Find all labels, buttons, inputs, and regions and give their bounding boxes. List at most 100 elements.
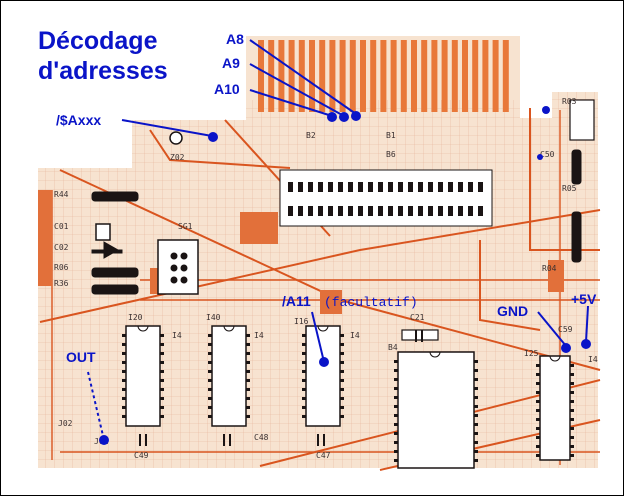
ic-pin (536, 418, 540, 421)
ic-pin (160, 415, 164, 418)
label-r05: R05 (562, 184, 577, 193)
label-a10: A10 (214, 81, 240, 97)
ic-pin (122, 397, 126, 400)
ic-pin (368, 182, 373, 192)
ic-pin (302, 415, 306, 418)
ic-pin (358, 182, 363, 192)
silkscreen-labels: B2 B1 B6 Z02 C50 R03 R05 R04 R44 C01 C02… (54, 97, 598, 460)
label-r04: R04 (542, 264, 557, 273)
ic-pin (474, 459, 478, 462)
ic-pin (394, 405, 398, 408)
ic-pin (208, 352, 212, 355)
ic-pin (474, 423, 478, 426)
ic-pin (474, 369, 478, 372)
ic-pin (160, 352, 164, 355)
ic-pin (448, 206, 453, 216)
label-sg1: SG1 (178, 222, 193, 231)
ic-pin (340, 415, 344, 418)
ic-pin (208, 388, 212, 391)
ic-pin (570, 400, 574, 403)
label-i25: I25 (524, 349, 539, 358)
connector-finger (339, 40, 346, 112)
ic-pin (340, 379, 344, 382)
ic-pin (474, 405, 478, 408)
ic-pin (570, 364, 574, 367)
connector-finger (278, 40, 285, 112)
ic-pin (160, 406, 164, 409)
label-c02: C02 (54, 243, 69, 252)
connector-finger (421, 40, 428, 112)
ic-pin (208, 397, 212, 400)
connector-finger (370, 40, 377, 112)
ic-pin (338, 182, 343, 192)
title-line-1: Décodage (38, 27, 158, 55)
label-plus5v: +5V (571, 291, 597, 307)
ic-pin (474, 387, 478, 390)
ic-pin (418, 182, 423, 192)
ic-pin (302, 361, 306, 364)
ic-pin (246, 370, 250, 373)
a8-pin-dot (351, 111, 361, 121)
connector-finger (380, 40, 387, 112)
ic-pin (398, 182, 403, 192)
out-pin-dot (99, 435, 109, 445)
ic-pin (378, 206, 383, 216)
ic-pin (398, 206, 403, 216)
ic-pin (208, 370, 212, 373)
ic-pin (474, 450, 478, 453)
ic-pin (302, 397, 306, 400)
ic-pin (474, 432, 478, 435)
ic-pin (474, 414, 478, 417)
ic-pin (394, 423, 398, 426)
ic-pin (122, 379, 126, 382)
ic-pin (536, 391, 540, 394)
ic-pin (340, 334, 344, 337)
label-a11: /A11 (282, 293, 311, 309)
connector-finger (400, 40, 407, 112)
ic-pin (388, 182, 393, 192)
annotation-leaders (87, 39, 589, 441)
ic-pin (302, 370, 306, 373)
ic-i16 (305, 325, 341, 427)
ic-pin (208, 379, 212, 382)
ic-pin (302, 388, 306, 391)
ic-pin (536, 364, 540, 367)
label-c01: C01 (54, 222, 69, 231)
ic-pin (536, 382, 540, 385)
plus5v-pin-dot (581, 339, 591, 349)
ic-pin (246, 415, 250, 418)
ic-pin (246, 388, 250, 391)
c50-marker-dot (537, 154, 543, 160)
label-a11-note: (facultatif) (324, 295, 418, 310)
connector-finger (492, 40, 499, 112)
label-a8: A8 (226, 31, 244, 47)
ic-b4 (397, 351, 475, 469)
ic-pin (388, 206, 393, 216)
ic-pin (418, 206, 423, 216)
ic-pin (208, 406, 212, 409)
ic-i20 (125, 325, 161, 427)
ic-pin (340, 388, 344, 391)
connector-finger (390, 40, 397, 112)
connector-finger (319, 40, 326, 112)
ic-pin (208, 334, 212, 337)
ic-pin (302, 379, 306, 382)
gnd-pin-dot (561, 343, 571, 353)
ic-pin (340, 370, 344, 373)
a11-pin-dot (319, 357, 329, 367)
ic-pin (458, 206, 463, 216)
ic-pin (160, 397, 164, 400)
ic-pin (122, 370, 126, 373)
ic-pin (328, 206, 333, 216)
ic-pin (302, 352, 306, 355)
ic-pin (308, 182, 313, 192)
connector-finger (431, 40, 438, 112)
connector-finger (288, 40, 295, 112)
ic-pin (246, 406, 250, 409)
label-r06: R06 (54, 263, 69, 272)
ic-pin (368, 206, 373, 216)
ic-pin (246, 334, 250, 337)
ic-pin (160, 343, 164, 346)
label-i16: I16 (294, 317, 309, 326)
